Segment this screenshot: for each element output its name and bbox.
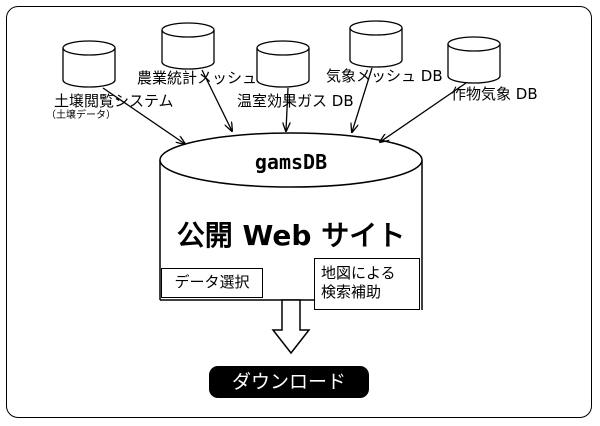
source-label-crop: 作物気象 DB [451,85,538,103]
arrow-weather [352,67,373,132]
source-label-agri: 農業統計メッシュ [137,69,258,87]
arrow-greenhouse [286,87,288,131]
map-search-panel[interactable]: 地図による 検索補助 [314,258,420,310]
diagram-frame [6,6,592,418]
source-sublabel-soil: （土壌データ） [46,110,116,121]
arrow-soil [102,87,185,144]
arrow-crop [380,82,467,142]
map-search-line1: 地図による [321,264,396,282]
source-cylinder-crop [447,36,501,84]
source-label-weather: 気象メッシュ DB [326,67,443,85]
data-select-panel[interactable]: データ選択 [161,268,263,298]
source-cylinder-weather [349,20,403,68]
download-button[interactable]: ダウンロード [209,366,369,398]
map-search-line2: 検索補助 [321,283,382,301]
source-label-greenhouse: 温室効果ガス DB [237,92,354,110]
source-cylinder-greenhouse [256,40,310,88]
arrow-agri [201,69,232,131]
source-cylinder-soil [62,40,116,88]
source-label-soil: 土壌閲覧システム [54,92,174,110]
public-website-title: 公開 Web サイト [176,219,406,252]
down-arrow-icon [271,299,311,355]
flow-arrows [102,67,467,144]
gamsdb-label: gamsDB [254,150,328,174]
source-cylinder-agri [161,22,215,70]
